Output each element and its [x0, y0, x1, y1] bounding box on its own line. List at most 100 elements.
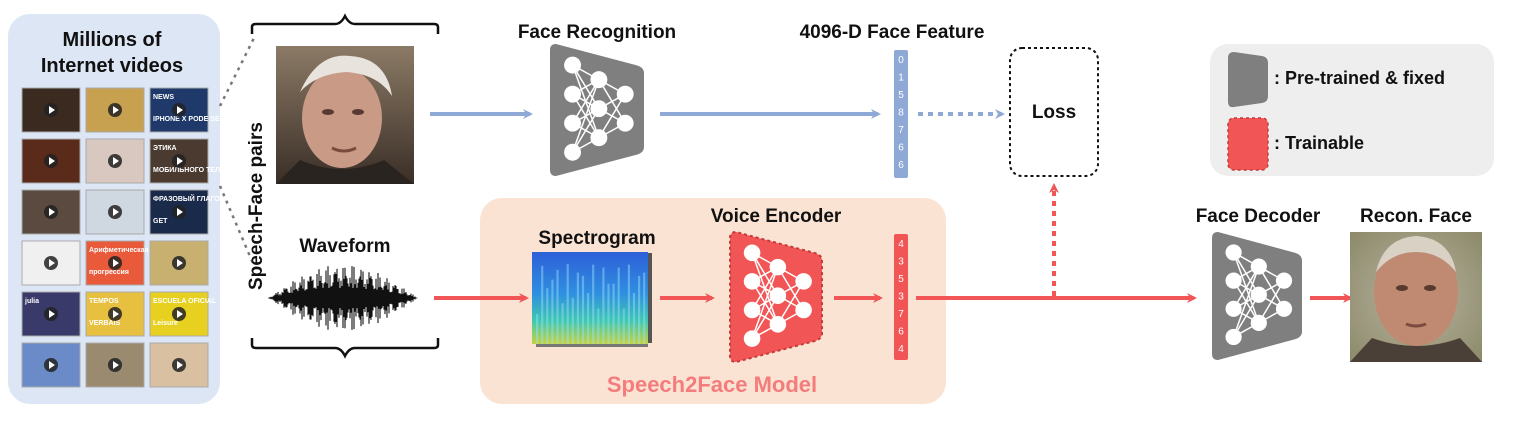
video-thumbnail-grid: NEWS IPHONE X PODE SER 7S ЭТИКА МОБИЛЬНОГО …: [21, 87, 246, 388]
voice-feature-value: 7: [898, 309, 904, 320]
voice-feature-vector: 4 3 5 3 7 6 4: [894, 234, 908, 360]
network-node: [590, 71, 608, 89]
network-node: [743, 273, 761, 290]
face-feature-value: 0: [898, 55, 904, 66]
thumbnail-caption: МОБИЛЬНОГО ТЕЛЕФОНА: [153, 167, 246, 174]
face-feature-value: 6: [898, 143, 904, 154]
video-thumbnail: [21, 240, 81, 286]
network-node: [795, 301, 812, 319]
video-thumbnail: julia: [21, 291, 81, 337]
spectrogram-streak: [597, 308, 600, 344]
video-thumbnail: ЭТИКА МОБИЛЬНОГО ТЕЛЕФОНА: [149, 138, 246, 184]
spectrogram-streak: [551, 279, 554, 344]
network-node: [616, 85, 634, 103]
network-node: [1225, 272, 1242, 289]
thumbnail-caption: прогрессия: [89, 269, 129, 276]
thumbnail-caption: IPHONE X PODE SER 7S: [153, 116, 235, 123]
spectrogram-streak: [546, 288, 549, 344]
legend: : Pre-trained & fixed : Trainable: [1210, 44, 1494, 176]
trainable-swatch: [1227, 117, 1269, 171]
voice-feature-value: 6: [898, 327, 904, 338]
thumbnail-caption: Арифметическая: [89, 247, 149, 254]
spectrogram-streak: [632, 293, 636, 344]
video-thumbnail: [85, 342, 145, 388]
network-node: [616, 114, 634, 132]
network-node: [1250, 258, 1267, 275]
voice-feature-value: 3: [898, 292, 904, 303]
video-thumbnail: NEWS IPHONE X PODE SER 7S: [149, 87, 235, 133]
thumbnail-caption: TEMPOS: [89, 298, 119, 305]
network-node: [795, 273, 812, 290]
waveform-graphic: [268, 266, 418, 330]
spectrogram-streak: [627, 264, 630, 344]
spectrogram-streak: [536, 314, 539, 344]
face-feature-value: 7: [898, 125, 904, 136]
spectrogram-streak: [587, 292, 590, 344]
network-node: [769, 287, 787, 304]
thumbnail-caption: julia: [24, 298, 39, 305]
videos-title-line2: Internet videos: [41, 55, 183, 77]
network-node: [564, 56, 582, 74]
video-thumbnail: [149, 342, 209, 388]
network-node: [590, 129, 608, 147]
bottom-brace: [250, 338, 440, 359]
network-node: [564, 143, 582, 161]
spectrogram-streak: [602, 267, 605, 344]
videos-title-line1: Millions of: [63, 29, 162, 51]
voice-encoder-label: Voice Encoder: [711, 206, 842, 227]
thumbnail-caption: ЭТИКА: [153, 145, 177, 152]
thumbnail-caption: ФРАЗОВЫЙ ГЛАГОЛ: [153, 194, 225, 203]
face-decoder-network-icon: [1212, 232, 1302, 360]
voice-feature-value: 5: [898, 274, 904, 285]
face-recognition-network-icon: [550, 44, 644, 176]
voice-feature-value: 3: [898, 257, 904, 268]
voice-feature-value: 4: [898, 239, 904, 250]
spectrogram-streak: [592, 264, 595, 344]
spectrogram-streak: [561, 303, 564, 344]
loss-box: [1009, 47, 1099, 177]
face-image: [276, 46, 414, 184]
face-feature-value: 6: [898, 160, 904, 171]
spectrogram-streak: [638, 275, 641, 344]
thumbnail-caption: ESCUELA OFICIAL: [153, 298, 217, 305]
network-node: [564, 85, 582, 103]
spectrogram-streak: [607, 283, 610, 344]
network-node: [743, 330, 761, 347]
loss-label: Loss: [1032, 102, 1076, 123]
speech2face-model-label: Speech2Face Model: [607, 372, 817, 397]
video-thumbnail: [85, 87, 145, 133]
network-node: [590, 100, 608, 118]
speech-face-pairs-label: Speech-Face pairs: [246, 122, 267, 290]
spectrogram-streak: [612, 283, 615, 344]
network-node: [1250, 314, 1267, 331]
spectrogram-label: Spectrogram: [538, 228, 655, 249]
video-thumbnail: [21, 189, 81, 235]
face-feature-label: 4096-D Face Feature: [800, 22, 985, 43]
reconstructed-face-image: [1350, 232, 1482, 362]
internet-videos-panel: Millions of Internet videos NEWS IPHONE X…: [8, 14, 246, 404]
network-node: [769, 258, 787, 276]
spectrogram-streak: [617, 267, 620, 344]
network-node: [1250, 286, 1267, 303]
zoom-line-bottom: [218, 185, 257, 269]
video-thumbnail: Арифметическая прогрессия: [85, 240, 149, 286]
network-node: [1275, 272, 1293, 289]
network-node: [1225, 244, 1242, 261]
voice-encoder-network-icon: [729, 230, 823, 364]
network-node: [1225, 328, 1242, 346]
thumbnail-caption: NEWS: [153, 94, 174, 101]
video-thumbnail: [85, 189, 145, 235]
spectrogram-image: [532, 252, 652, 347]
network-node: [564, 114, 582, 132]
face-feature-value: 1: [898, 73, 904, 84]
face-decoder-label: Face Decoder: [1196, 206, 1321, 227]
spectrogram-streak: [566, 264, 569, 344]
waveform-label: Waveform: [299, 236, 390, 257]
waveform-trace: [268, 266, 418, 330]
spectrogram-streak: [581, 275, 585, 344]
voice-feature-value: 4: [898, 344, 904, 355]
